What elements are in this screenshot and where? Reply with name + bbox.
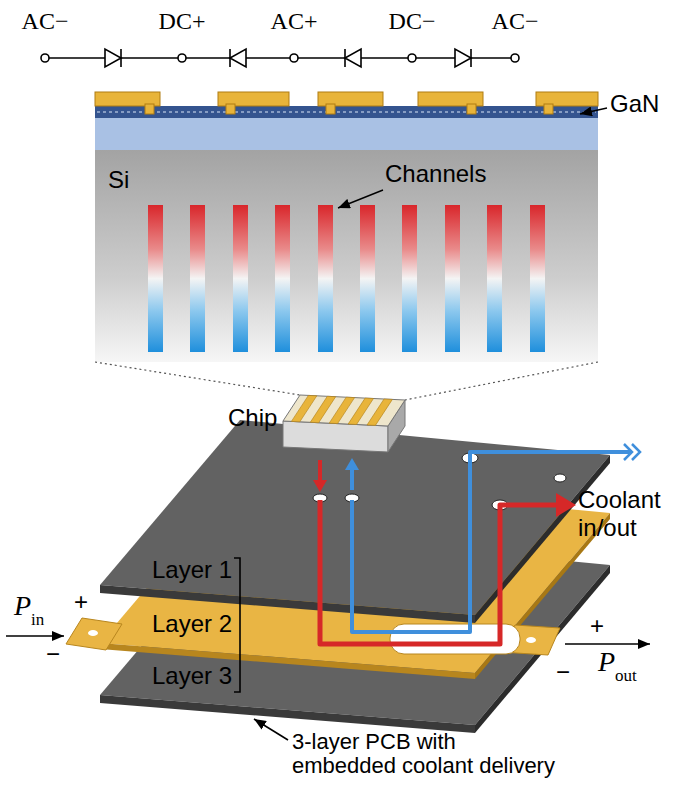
power-symbol: P xyxy=(598,646,615,678)
diode-symbol xyxy=(345,49,361,67)
polarity-sign: + xyxy=(590,612,604,640)
diode-symbol xyxy=(230,49,246,67)
power-subscript: in xyxy=(31,610,44,630)
electrode-pads xyxy=(95,92,598,114)
flow-arrowhead xyxy=(345,458,359,470)
coolant-outlet-path xyxy=(320,500,558,644)
terminal-dot xyxy=(408,54,416,62)
diode-bridge xyxy=(41,49,519,67)
channel xyxy=(318,205,333,352)
layer-label: Layer 2 xyxy=(152,610,232,638)
channel xyxy=(275,205,290,352)
barrier-layer xyxy=(95,106,598,118)
channel xyxy=(190,205,205,352)
flow-arrow xyxy=(318,460,322,482)
diode-bar xyxy=(344,49,346,67)
leader-arrow xyxy=(338,190,383,208)
zoom-line xyxy=(95,362,300,395)
chip-cross-section xyxy=(95,92,607,362)
electrode-contact xyxy=(467,104,476,114)
layer-bracket xyxy=(234,558,240,692)
terminal-dot xyxy=(178,54,186,62)
power-arrow xyxy=(6,635,64,637)
part-label: Channels xyxy=(385,160,486,188)
plate-top xyxy=(100,420,610,615)
electrode-contact xyxy=(544,104,553,114)
terminal-dot xyxy=(41,54,49,62)
chip-electrodes xyxy=(291,395,392,425)
power-subscript: out xyxy=(615,666,637,686)
power-symbol: P xyxy=(14,590,31,622)
material-label: GaN xyxy=(610,90,659,118)
polarity-sign: − xyxy=(556,658,570,686)
gan-layer xyxy=(95,118,598,150)
diode-symbol xyxy=(105,49,121,67)
microchannels xyxy=(148,205,545,352)
plate-edge xyxy=(100,695,475,733)
layer-label: Layer 1 xyxy=(152,556,232,584)
2deg-line xyxy=(97,112,596,113)
terminal-label: DC− xyxy=(389,8,436,36)
layer-label: Layer 3 xyxy=(152,662,232,690)
terminal-label: AC− xyxy=(22,8,69,36)
electrode-contact xyxy=(145,104,154,114)
diode-symbol xyxy=(455,49,471,67)
terminal-dot xyxy=(511,54,519,62)
channel xyxy=(233,205,248,352)
chip-die xyxy=(283,395,405,452)
leader-arrow xyxy=(580,108,607,114)
part-label: Chip xyxy=(228,404,277,432)
outlet-arrowhead xyxy=(556,493,576,517)
polarity-sign: + xyxy=(74,588,88,616)
screw-hole xyxy=(554,474,566,482)
chip-top xyxy=(283,395,405,426)
inlet-feather xyxy=(624,444,640,460)
leader-arrow xyxy=(254,719,288,740)
diode-bar xyxy=(120,49,122,67)
channel xyxy=(445,205,460,352)
caption-note: 3-layer PCB with embedded coolant delive… xyxy=(292,730,560,778)
diode-bar xyxy=(229,49,231,67)
electrode-stripe xyxy=(367,399,392,425)
power-tab xyxy=(66,618,122,650)
electrode-contact xyxy=(326,104,335,114)
channel xyxy=(487,205,502,352)
electrode-contact xyxy=(226,104,235,114)
flow-arrow xyxy=(350,468,354,490)
zoom-line xyxy=(405,362,598,400)
coolant-inlet-path xyxy=(352,452,632,632)
coolant-label: Coolant in/out xyxy=(578,486,686,541)
terminal-dot xyxy=(290,54,298,62)
channel xyxy=(402,205,417,352)
silicon-substrate xyxy=(95,150,598,362)
material-label: Si xyxy=(108,166,129,194)
power-arrow xyxy=(565,643,650,645)
terminal-label: DC+ xyxy=(159,8,206,36)
polarity-sign: − xyxy=(46,640,60,668)
screw-hole xyxy=(88,630,98,636)
channel xyxy=(360,205,375,352)
terminal-label: AC− xyxy=(492,8,539,36)
flow-arrowhead xyxy=(313,480,327,492)
screw-hole xyxy=(526,637,536,643)
diode-bar xyxy=(470,49,472,67)
channel xyxy=(148,205,163,352)
channel xyxy=(530,205,545,352)
terminal-label: AC+ xyxy=(271,8,318,36)
